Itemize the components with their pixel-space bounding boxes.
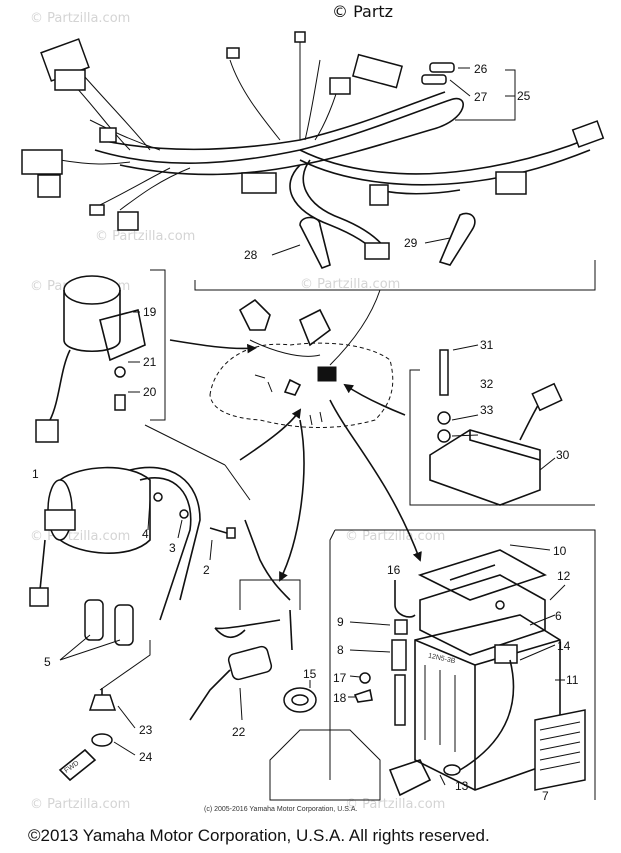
callout-2: 2	[203, 563, 210, 577]
callout-3: 3	[169, 541, 176, 555]
callout-13: 13	[455, 779, 469, 793]
wire-harness	[21, 31, 605, 269]
fwd-tag: FWD	[63, 760, 80, 775]
callout-22: 22	[232, 725, 246, 739]
battery-label: 12N5-3B	[427, 653, 456, 666]
callout-30: 30	[556, 448, 570, 462]
frame-outline	[209, 298, 394, 428]
callout-10: 10	[553, 544, 567, 558]
top-watermark: © Partz	[332, 2, 394, 21]
watermark-text: © Partzilla.com	[30, 11, 130, 26]
ignition-coil-group	[29, 408, 302, 661]
callout-24: 24	[139, 750, 153, 764]
watermarks: © Partzilla.com © Partzilla.com © Partzi…	[30, 11, 445, 812]
callout-19: 19	[143, 305, 157, 319]
callout-25: 25	[517, 89, 531, 103]
callout-18: 18	[333, 691, 347, 705]
callout-1: 1	[32, 467, 39, 481]
callout-14: 14	[557, 639, 571, 653]
callout-labels: 1 2 3 4 5 6 7 8 9 10 11 12 13 14 15 16 1…	[32, 62, 579, 803]
callout-4: 4	[142, 527, 149, 541]
callout-8: 8	[337, 643, 344, 657]
callout-32: 32	[480, 377, 494, 391]
callout-26: 26	[474, 62, 488, 76]
small-credit: (c) 2005-2016 Yamaha Motor Corporation, …	[204, 806, 357, 813]
callout-17: 17	[333, 671, 347, 685]
callout-7: 7	[542, 789, 549, 803]
callout-33: 33	[480, 403, 494, 417]
battery-group	[269, 399, 596, 801]
callout-11: 11	[566, 673, 579, 687]
callout-16: 16	[387, 563, 401, 577]
footer-copyright: ©2013 Yamaha Motor Corporation, U.S.A. A…	[28, 826, 490, 845]
regulator-group	[343, 344, 595, 506]
watermark-text: © Partzilla.com	[345, 529, 445, 544]
watermark-text: © Partzilla.com	[95, 229, 195, 244]
callout-5: 5	[44, 655, 51, 669]
callout-31: 31	[480, 338, 494, 352]
neutral-switch-group	[58, 419, 305, 782]
watermark-text: © Partzilla.com	[30, 797, 130, 812]
callout-28: 28	[244, 248, 258, 262]
watermark-text: © Partzilla.com	[300, 277, 400, 292]
callout-15: 15	[303, 667, 317, 681]
callout-9: 9	[337, 615, 344, 629]
callout-20: 20	[143, 385, 157, 399]
leader-line	[329, 289, 381, 366]
watermark-text: © Partzilla.com	[345, 797, 445, 812]
ignition-switch-group	[35, 269, 257, 443]
callout-6: 6	[555, 609, 562, 623]
callout-21: 21	[143, 355, 157, 369]
harness-bracket	[194, 260, 596, 291]
callout-23: 23	[139, 723, 153, 737]
callout-27: 27	[474, 90, 488, 104]
callout-29: 29	[404, 236, 418, 250]
callout-12: 12	[557, 569, 571, 583]
